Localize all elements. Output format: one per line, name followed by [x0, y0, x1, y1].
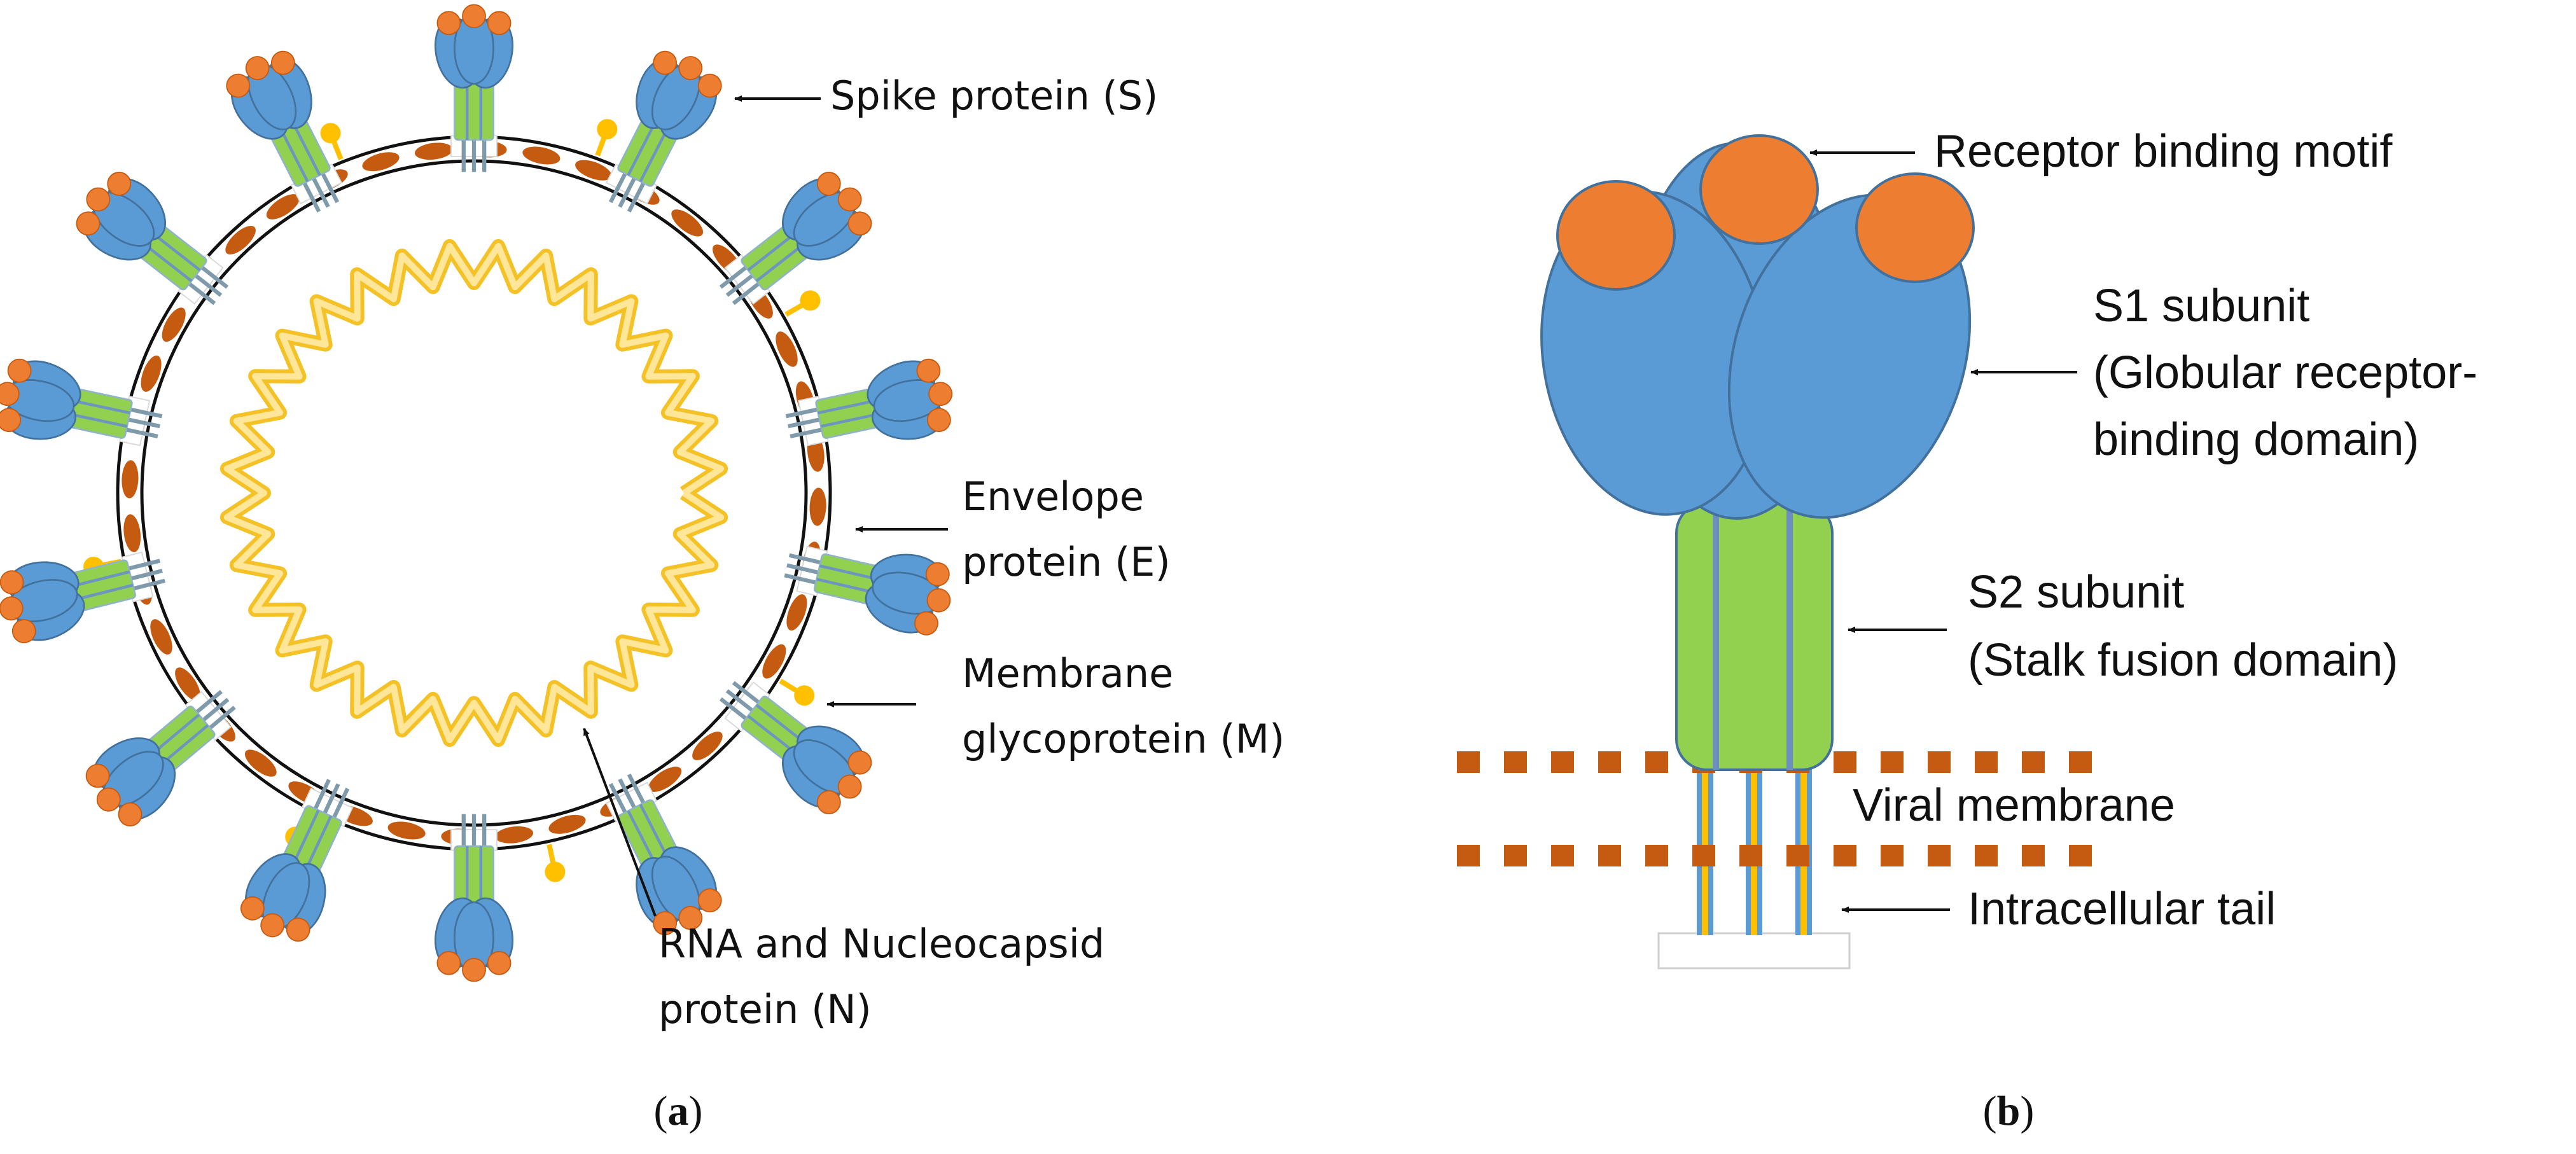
- membrane-dash: [1975, 845, 1998, 866]
- envelope-protein: [122, 460, 139, 499]
- membrane-dash: [1928, 751, 1951, 773]
- rna-arrow: [583, 728, 657, 917]
- rbm-center: [1699, 134, 1819, 245]
- envelope-protein: [495, 826, 534, 844]
- membrane-dash: [2069, 845, 2092, 866]
- membrane-label-line2: glycoprotein (M): [962, 716, 1285, 762]
- membrane-dash: [1645, 845, 1668, 866]
- membrane-dash: [1692, 845, 1715, 866]
- envelope-protein: [150, 619, 172, 655]
- envelope-protein: [266, 194, 300, 219]
- envelope-protein: [575, 160, 612, 181]
- envelope-protein: [162, 307, 186, 342]
- envelope-label-line1: Envelope: [962, 473, 1144, 520]
- envelope-protein: [123, 514, 141, 553]
- envelope-protein: [141, 355, 162, 392]
- membrane-dash: [1739, 845, 1762, 866]
- s1-globular-heads: [1540, 134, 1975, 520]
- membrane-glycoproteins: [81, 116, 824, 884]
- envelope-protein: [244, 749, 277, 777]
- membrane-dash: [1975, 751, 1998, 773]
- envelope-protein: [522, 146, 560, 165]
- membrane-dash: [1645, 751, 1668, 773]
- envelope-protein: [175, 667, 200, 701]
- envelope-protein: [387, 821, 426, 840]
- envelope-protein: [414, 143, 453, 160]
- envelope-protein: [225, 226, 256, 254]
- viral-envelope-outer: [116, 135, 832, 851]
- s2-label-line1: S2 subunit: [1968, 567, 2184, 618]
- rna-nucleocapsid-ring: [219, 239, 728, 747]
- membrane-dash: [1504, 845, 1527, 866]
- panel-a-caption: (a): [654, 1088, 703, 1134]
- membrane-label-line1: Membrane: [962, 650, 1173, 697]
- tail-label: Intracellular tail: [1968, 884, 2276, 935]
- membrane-dash: [1834, 845, 1856, 866]
- rbm-right: [1855, 172, 1975, 283]
- s1-label-line3: binding domain): [2093, 414, 2419, 465]
- membrane-dash: [1834, 751, 1856, 773]
- membrane-dash: [1598, 845, 1621, 866]
- rbm-left: [1556, 180, 1676, 291]
- membrane-glycoprotein: [540, 842, 567, 884]
- membrane-dash: [1928, 845, 1951, 866]
- viral-membrane-label: Viral membrane: [1853, 780, 2175, 831]
- s2-label-line2: (Stalk fusion domain): [1968, 635, 2398, 686]
- membrane-dash: [2022, 751, 2045, 773]
- envelope-label-line2: protein (E): [962, 539, 1171, 585]
- membrane-glycoprotein: [775, 672, 818, 710]
- envelope-protein: [548, 814, 586, 834]
- membrane-dash: [1551, 751, 1574, 773]
- envelope-protein: [692, 732, 723, 760]
- membrane-dash: [1551, 845, 1574, 866]
- envelope-protein: [776, 331, 798, 367]
- panel-b-caption: (b): [1983, 1088, 2035, 1134]
- rna-label-line1: RNA and Nucleocapsid: [658, 921, 1104, 967]
- envelope-protein: [671, 209, 704, 237]
- spike-label: Spike protein (S): [830, 73, 1158, 119]
- envelope-proteins: [122, 141, 826, 845]
- membrane-dash: [1457, 751, 1480, 773]
- membrane-glycoprotein: [781, 287, 824, 324]
- membrane-dash: [2069, 751, 2092, 773]
- membrane-dash: [2022, 845, 2045, 866]
- membrane-dash: [1881, 751, 1904, 773]
- membrane-glycoprotein: [588, 116, 620, 159]
- s2-stalk: [1675, 501, 1834, 771]
- viral-envelope-inner: [140, 159, 808, 827]
- membrane-dash: [1598, 751, 1621, 773]
- intracellular-tail: [1657, 747, 1851, 970]
- membrane-dash: [1881, 845, 1904, 866]
- membrane-dash: [1457, 845, 1480, 866]
- envelope-protein: [648, 767, 682, 792]
- rna-nucleocapsid-ring-highlight: [223, 242, 725, 744]
- rna-label-line2: protein (N): [658, 986, 872, 1032]
- envelope-protein: [786, 594, 807, 631]
- s1-label-line2: (Globular receptor-: [2093, 347, 2477, 398]
- envelope-protein: [362, 152, 400, 172]
- rbm-label: Receptor binding motif: [1934, 126, 2393, 177]
- envelope-protein: [809, 487, 826, 526]
- panel-b-spike-detail: Receptor binding motif S1 subunit (Globu…: [1457, 126, 2477, 1134]
- s1-label-line1: S1 subunit: [2093, 281, 2309, 331]
- membrane-dash: [1786, 845, 1809, 866]
- membrane-dash: [1504, 751, 1527, 773]
- envelope-protein: [762, 644, 786, 679]
- panel-a-virion: Spike protein (S) Envelope protein (E) M…: [0, 4, 1285, 1134]
